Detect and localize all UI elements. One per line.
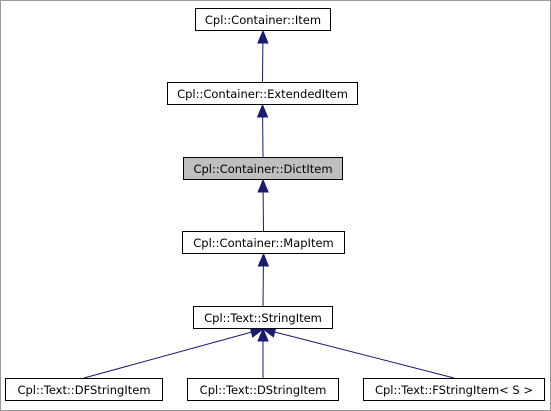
class-node-fstring-item[interactable]: Cpl::Text::FStringItem< S >: [363, 378, 545, 401]
class-node-extended-item[interactable]: Cpl::Container::ExtendedItem: [167, 82, 358, 105]
class-node-map-item[interactable]: Cpl::Container::MapItem: [182, 231, 345, 254]
arrowhead-extended-to-item: [257, 29, 269, 44]
arrowhead-map-to-dict: [257, 178, 269, 193]
arrowhead-dstring-to-string: [257, 327, 269, 342]
arrowhead-dict-to-extended: [256, 103, 269, 118]
class-node-string-item[interactable]: Cpl::Text::StringItem: [193, 306, 333, 329]
class-node-dfstring-item[interactable]: Cpl::Text::DFStringItem: [5, 378, 163, 401]
class-node-item[interactable]: Cpl::Container::Item: [195, 8, 331, 31]
class-node-dstring-item[interactable]: Cpl::Text::DStringItem: [187, 378, 339, 401]
class-node-dict-item: Cpl::Container::DictItem: [183, 157, 343, 180]
edge-dfstring-to-string: [83, 331, 252, 379]
edge-fstring-to-string: [274, 331, 455, 379]
arrowhead-string-to-map: [257, 252, 270, 267]
